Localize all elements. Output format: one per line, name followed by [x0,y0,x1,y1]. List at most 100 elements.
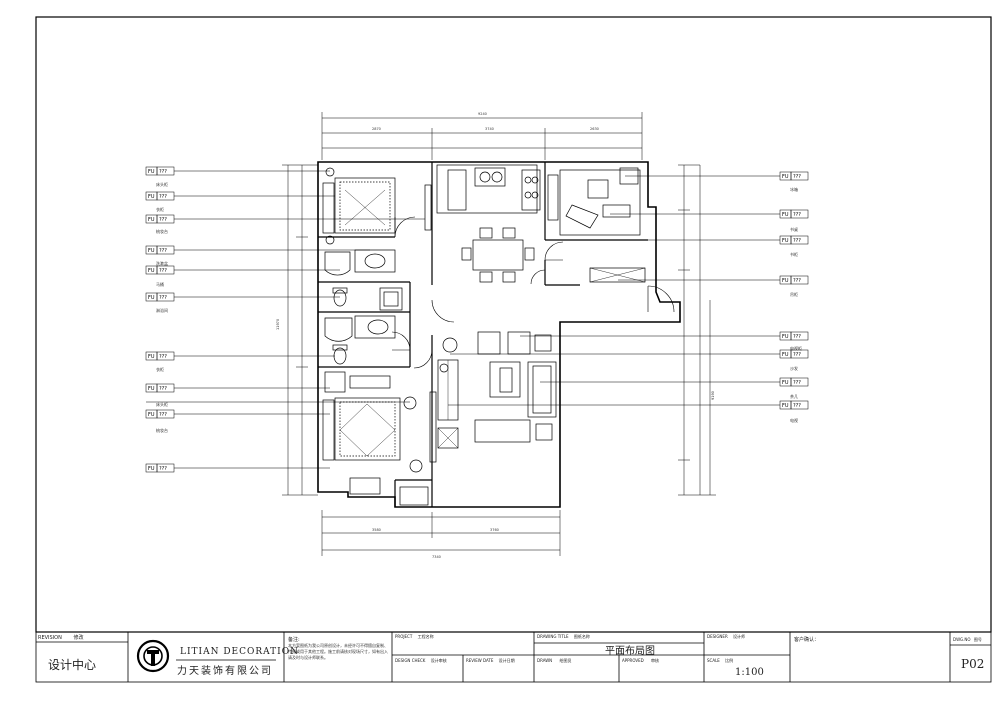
left-tag-code-5: FU [148,268,155,274]
right-label-3: 书柜 [790,251,798,257]
left-tag-value-2: ??? [159,194,167,200]
right-tag-code-2: FU [782,212,789,218]
design-check-label: DESIGN CHECK [395,658,426,663]
left-label-4: 洗漱盆 [156,260,168,266]
company-logo [136,639,276,673]
dim-bottom-seg-1: 3580 [372,528,381,532]
left-tag-code-2: FU [148,194,155,200]
left-tag-value-6: ??? [159,295,167,301]
dim-bottom-overall: 7340 [432,555,441,559]
dim-bottom-seg-2: 3760 [490,528,499,532]
left-label-5: 马桶 [156,281,164,287]
drawing-title-label: DRAWING TITLE [537,634,569,639]
living-room [437,331,557,449]
left-tag-value-4: ??? [159,248,167,254]
right-label-4: 吊柜 [790,291,798,297]
project-label: PROJECT [395,634,413,639]
right-tags: FU ??? 冰箱 FU ??? 书桌 FU ??? 书柜 FU ??? 吊柜 … [448,171,809,423]
left-tag-value-9: ??? [159,412,167,418]
right-tag-code-6: FU [782,352,789,358]
revision-value: 修改 [73,635,84,641]
dim-top-seg-2: 3740 [485,127,494,131]
design-check-value: 设计审核 [430,658,447,663]
left-label-1: 床头柜 [156,181,168,187]
design-center-label: 设计中心 [48,658,97,672]
right-tag-value-7: ??? [793,380,801,386]
right-tag-code-8: FU [782,403,789,409]
left-tag-code-10: FU [148,466,155,472]
left-tag-value-8: ??? [159,386,167,392]
dim-top-overall: 9240 [478,112,487,116]
right-tag-code-4: FU [782,278,789,284]
right-tag-value-8: ??? [793,403,801,409]
right-tag-code-1: FU [782,174,789,180]
left-tag-code-9: FU [148,412,155,418]
left-tag-code-1: FU [148,169,155,175]
scale-caption: 比例 [725,658,734,663]
left-label-8: 床头柜 [156,401,168,407]
left-tag-code-8: FU [148,386,155,392]
project-value: 工程名称 [417,634,434,639]
right-tag-value-6: ??? [793,352,801,358]
left-label-9: 梳妆台 [156,427,168,433]
revision-label: REVISION [38,635,62,641]
left-tags: FU ??? 床头柜 FU ??? 衣柜 FU ??? 梳妆台 FU ??? 洗… [145,166,425,473]
left-tag-code-6: FU [148,295,155,301]
left-label-7: 衣柜 [156,366,164,372]
inner-walls [318,162,648,507]
dwg-no-caption: 图号 [973,637,982,642]
right-label-2: 书桌 [790,226,798,232]
dimension-text: 9240 2870 3740 2630 3580 3760 7340 11970… [276,112,715,559]
designer-label: DESIGNER [707,634,728,639]
right-tag-value-1: ??? [793,174,801,180]
left-label-2: 衣柜 [156,206,164,212]
left-tag-code-3: FU [148,217,155,223]
right-label-5: 电视柜 [790,345,802,351]
drawn-value: 绘图员 [559,658,572,663]
scale-label: SCALE [707,658,720,663]
kitchen [436,164,541,214]
right-tag-value-2: ??? [793,212,801,218]
right-label-6: 沙发 [790,365,798,371]
notes-text: 本方案图纸为我公司原创设计，未经许可不得擅自复制、传播或用于其他工程。施工前请核… [288,643,388,660]
left-tag-value-7: ??? [159,354,167,360]
client-confirm-label: 客户确认： [794,637,820,643]
dim-right-overall: 9190 [711,391,715,400]
right-tag-code-7: FU [782,380,789,386]
left-tag-value-5: ??? [159,268,167,274]
review-date-label: REVIEW DATE [466,658,494,663]
bathroom [324,249,403,365]
notes-label: 备注: [288,637,300,643]
bedroom-2 [322,371,437,506]
doors [391,216,675,369]
dining [461,227,535,283]
sheet-border [35,16,992,633]
review-date-value: 设计日期 [498,658,515,663]
left-tag-code-4: FU [148,248,155,254]
designer-value: 设计师 [733,634,746,639]
left-tag-value-10: ??? [159,466,167,472]
drawn-label: DRAWN [537,658,553,663]
right-label-7: 茶几 [790,393,798,399]
left-label-6: 淋浴间 [156,307,168,313]
drawing-title-value: 图纸名称 [573,634,590,639]
dwg-no-label: DWG.NO [953,637,971,642]
brand-english: LITIAN DECORATION [180,647,299,657]
brand-chinese: 力天装饰有限公司 [177,666,273,677]
dim-top-seg-3: 2630 [590,127,599,131]
bedroom-1 [322,167,432,245]
dim-top-seg-1: 2870 [372,127,381,131]
dimensions [282,112,716,556]
left-tag-value-1: ??? [159,169,167,175]
study [547,167,646,283]
right-tag-code-5: FU [782,334,789,340]
dim-left-overall: 11970 [276,319,280,330]
sheet-number: P02 [961,657,985,671]
right-label-8: 电视 [790,417,798,423]
left-tag-value-3: ??? [159,217,167,223]
drawing-title: 平面布局图 [605,646,655,657]
right-tag-value-5: ??? [793,334,801,340]
right-tag-value-4: ??? [793,278,801,284]
left-tag-code-7: FU [148,354,155,360]
